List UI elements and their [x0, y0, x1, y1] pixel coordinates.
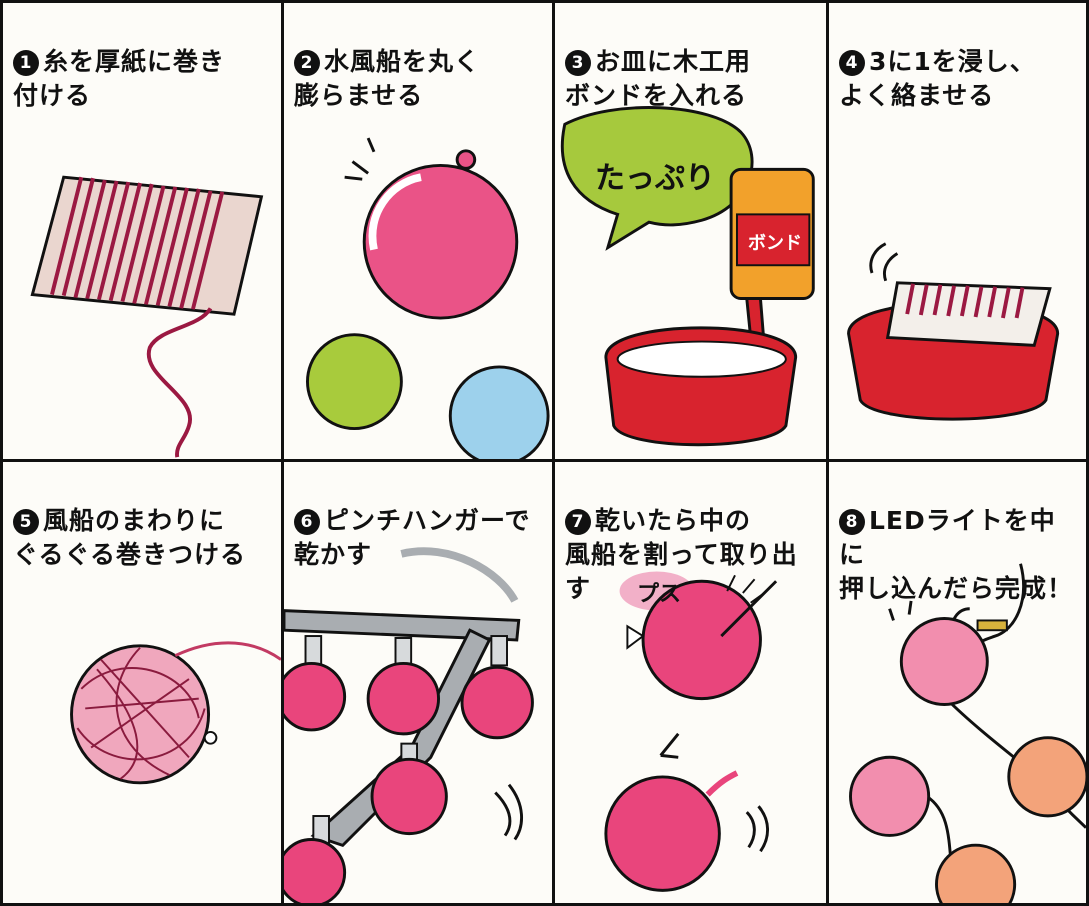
- step-number-7: 7: [565, 509, 591, 535]
- water-balloons-illustration: [306, 137, 550, 459]
- pinch-hanger-illustration: [284, 547, 534, 903]
- panel-2-text: 水風船を丸く 膨らませる: [294, 47, 481, 110]
- thread-wraps-icon: [50, 176, 225, 310]
- down-arrow-icon: [659, 732, 680, 759]
- step-number-5: 5: [13, 509, 39, 535]
- panel-6-text: ピンチハンガーで 乾かす: [294, 506, 531, 569]
- bowl-and-bond-illustration: [560, 106, 815, 447]
- thread-scribble-icon: [76, 647, 206, 780]
- loose-thread-icon: [146, 307, 213, 458]
- step-number-8: 8: [839, 509, 865, 535]
- pop-lines-icon: [726, 574, 765, 604]
- lit-ball-icon: [935, 843, 1017, 903]
- motion-lines-icon: [494, 783, 523, 841]
- shell-ball-icon: [604, 775, 721, 892]
- drying-ball-icon: [284, 838, 347, 903]
- drying-ball-icon: [460, 665, 534, 740]
- step-number-4: 4: [839, 50, 865, 76]
- thread-strand-icon: [174, 641, 281, 661]
- hanger-hook-icon: [400, 547, 519, 603]
- lit-ball-icon: [899, 617, 989, 706]
- pin-icon: [720, 580, 778, 638]
- speech-bubble-icon: [560, 106, 754, 251]
- step-number-2: 2: [294, 50, 320, 76]
- soaking-thread-illustration: [847, 242, 1060, 421]
- wrapping-balloon-illustration: [70, 641, 281, 785]
- step-number-3: 3: [565, 50, 591, 76]
- panel-1-text: 糸を厚紙に巻き 付ける: [13, 47, 226, 110]
- bond-label-box: [735, 213, 811, 267]
- popping-balloon-illustration: [604, 571, 778, 892]
- step-number-1: 1: [13, 50, 39, 76]
- led-bulb-icon: [976, 619, 1008, 632]
- deflated-balloon-icon: [705, 770, 739, 797]
- balloon-knot-icon: [626, 624, 645, 650]
- motion-lines-icon: [869, 242, 899, 282]
- panel-7-text: 乾いたら中の 風船を割って取り出す: [565, 506, 798, 603]
- pop-sound-text: プス: [637, 582, 682, 607]
- step-number-6: 6: [294, 509, 320, 535]
- lit-ball-icon: [849, 755, 931, 837]
- speech-text: たっぷり: [595, 161, 715, 196]
- drying-ball-icon: [284, 661, 347, 732]
- balloon-knot-icon: [455, 149, 477, 170]
- motion-lines-icon: [344, 137, 376, 181]
- hanger-bar-icon: [284, 609, 521, 642]
- blue-balloon-icon: [448, 365, 550, 459]
- bond-in-bowl-icon: [616, 340, 787, 378]
- balloon-highlight-icon: [368, 173, 422, 251]
- motion-lines-icon: [888, 600, 913, 621]
- drying-ball-icon: [366, 661, 441, 736]
- panel-5-text: 風船のまわりに ぐるぐる巻きつける: [13, 506, 247, 569]
- drying-ball-icon: [370, 757, 448, 836]
- green-balloon-icon: [306, 333, 403, 431]
- lit-ball-icon: [1007, 736, 1086, 818]
- thread-on-cardboard-illustration: [30, 175, 264, 458]
- thread-wraps-icon: [905, 283, 1025, 319]
- motion-lines-icon: [745, 805, 770, 853]
- panel-4-text: 3に1を浸し、 よく絡ませる: [839, 47, 1036, 110]
- balloon-knot-icon: [203, 730, 218, 745]
- dried-ball-icon: [641, 579, 762, 701]
- panel-3-text: お皿に木工用 ボンドを入れる: [565, 47, 752, 110]
- panel-8-text: LEDライトを中に 押し込んだら完成！: [839, 506, 1074, 603]
- light-cord-icon: [925, 563, 1086, 902]
- bond-bottle-label: ボンド: [748, 233, 802, 254]
- led-ball-lights-illustration: [849, 563, 1086, 903]
- pink-balloon-icon: [362, 164, 519, 320]
- soaked-cardboard-icon: [885, 281, 1052, 347]
